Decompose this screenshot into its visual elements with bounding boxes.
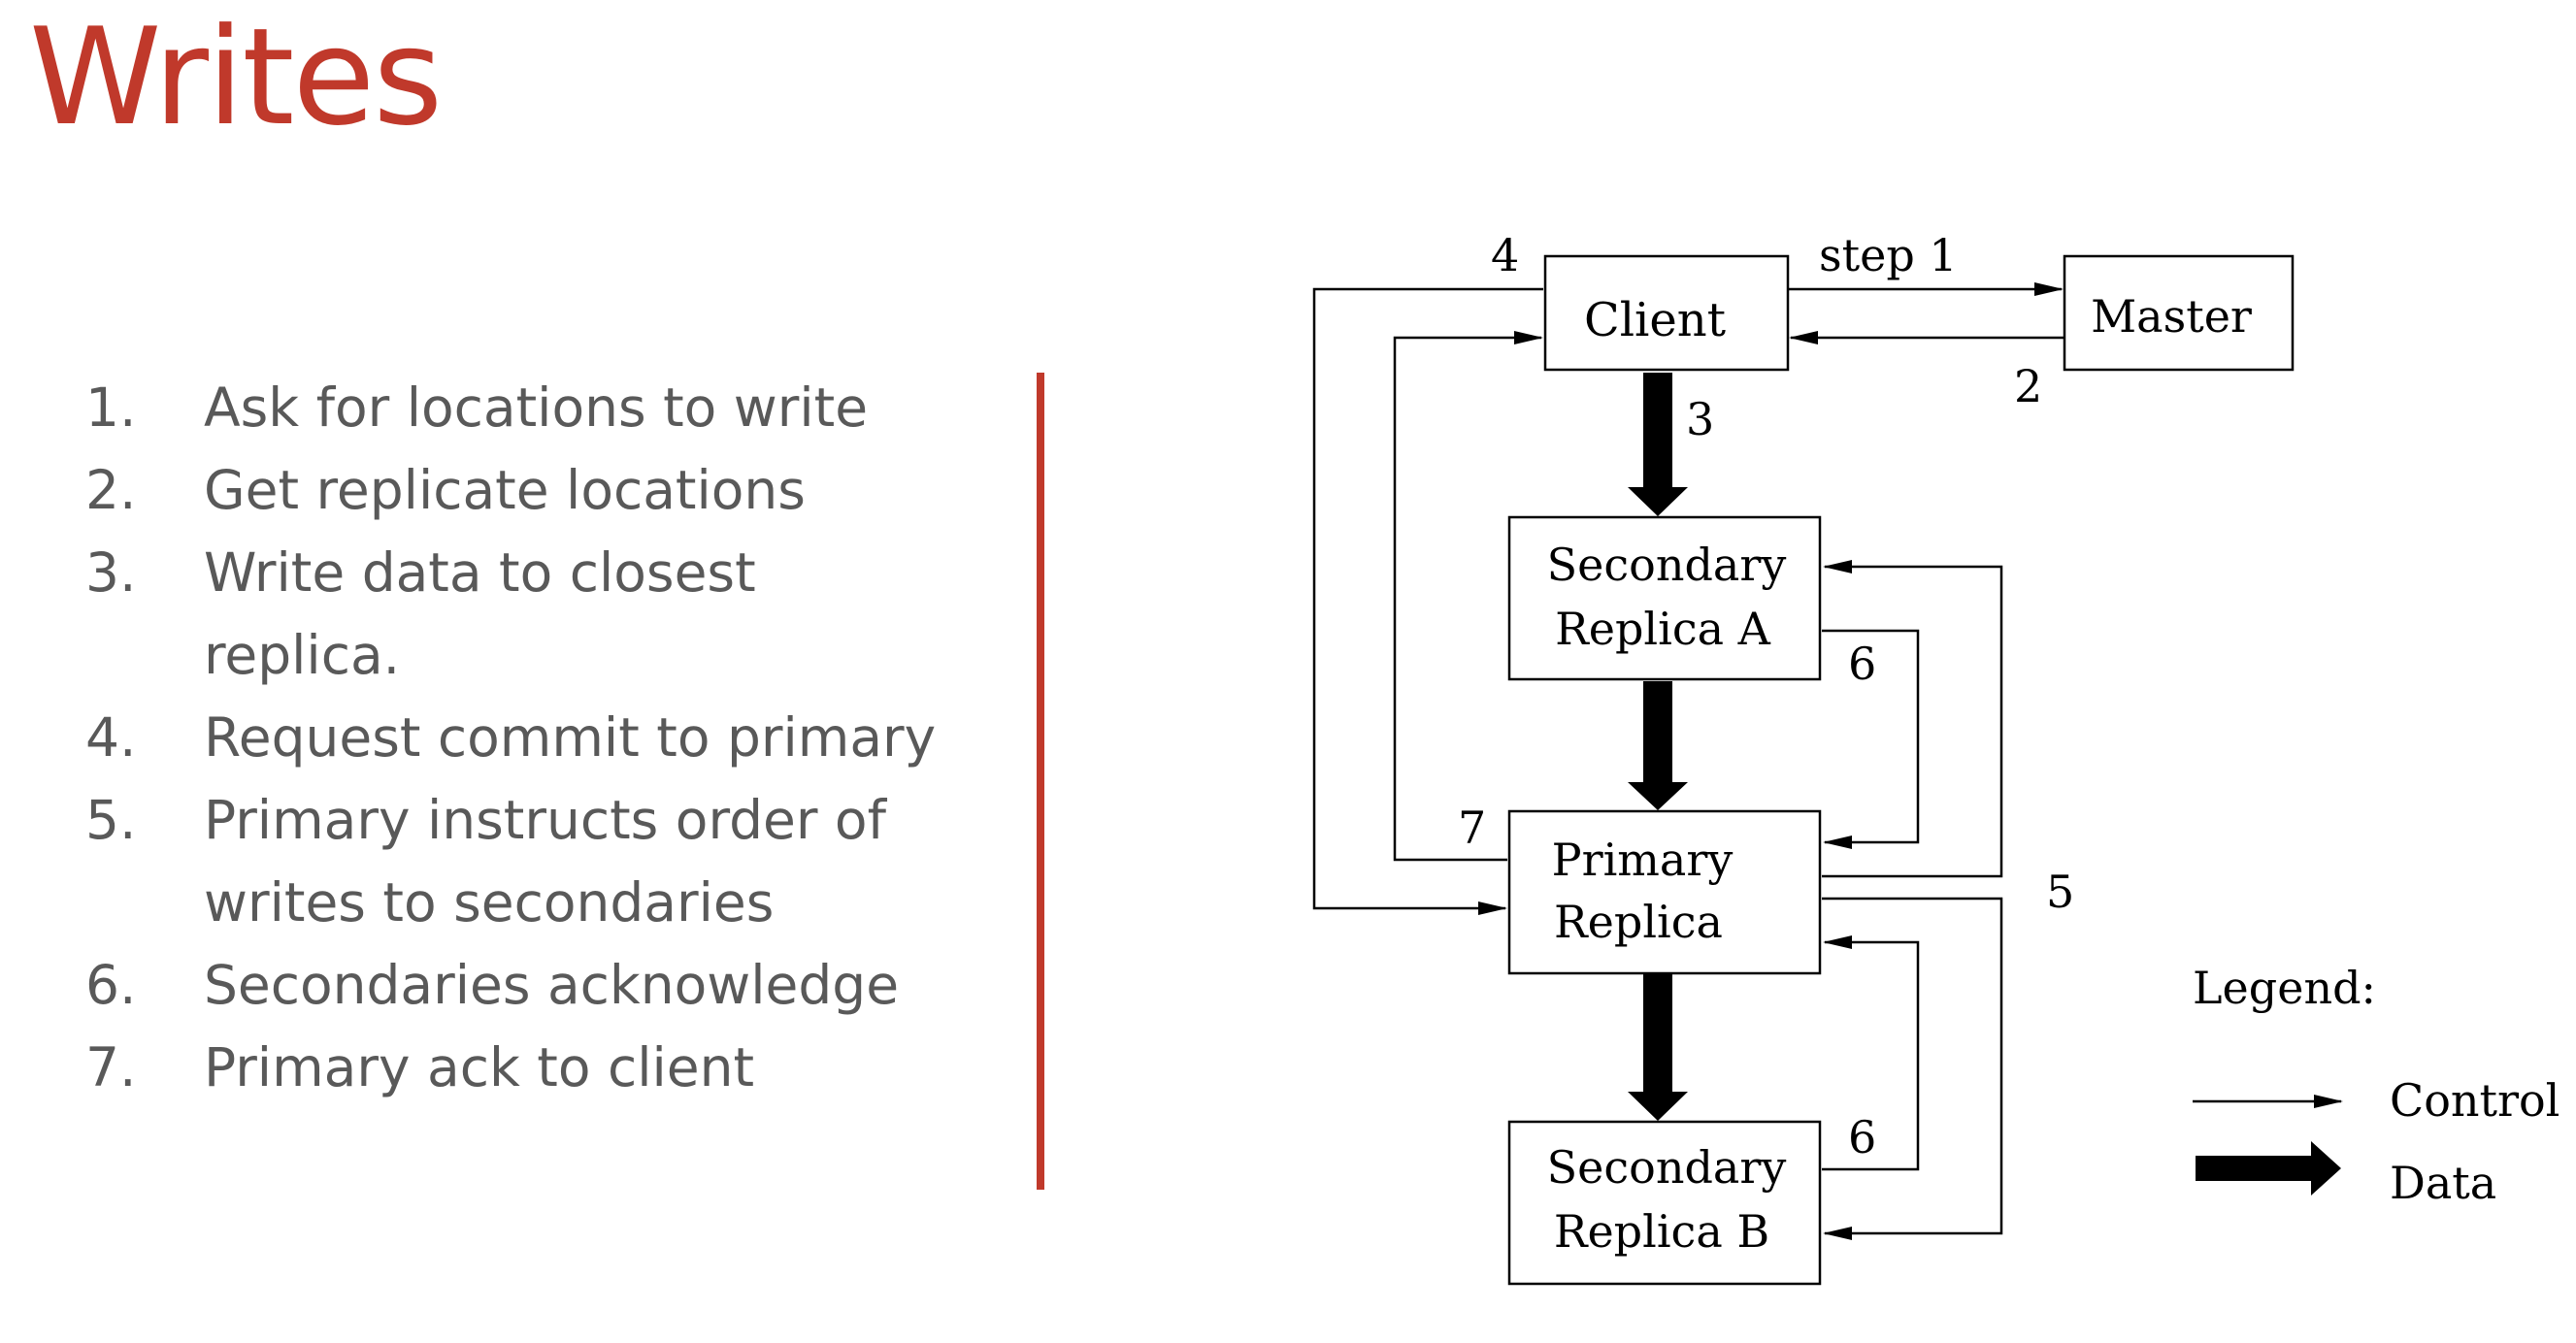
control-edges <box>1312 282 2064 1240</box>
legend-data-arrow <box>2196 1141 2341 1196</box>
client-label: Client <box>1584 293 1726 347</box>
step-text: Primary ack to client <box>204 1036 755 1098</box>
steps-list: 1. Ask for locations to write 2. Get rep… <box>85 367 1029 1109</box>
secondary-a-label-line-2: Replica A <box>1555 603 1771 655</box>
slide-title: Writes <box>29 0 443 155</box>
edge-label-step7: 7 <box>1458 802 1486 854</box>
edge-labels: step 1 2 3 4 5 6 6 7 <box>1458 229 2074 1163</box>
secondary-b-label-line-2: Replica B <box>1554 1205 1769 1258</box>
data-arrow-client-to-secondary-a <box>1628 373 1688 516</box>
step-text: Request commit to primary <box>204 706 937 769</box>
step-item: 2. Get replicate locations <box>85 449 1029 532</box>
edge-client-to-primary-commit <box>1312 287 1543 915</box>
node-secondary-a: Secondary Replica A <box>1507 515 1822 681</box>
data-arrow-primary-to-secondary-b <box>1628 974 1688 1121</box>
legend: Legend: Control Data <box>2193 962 2559 1209</box>
edge-label-step5: 5 <box>2046 866 2074 918</box>
node-client: Client <box>1543 254 1790 372</box>
step-number: 1. <box>85 377 137 439</box>
edge-primary-ack-to-client <box>1393 331 1543 862</box>
edge-primary-to-secondary-b <box>1822 897 2003 1240</box>
master-label: Master <box>2091 290 2252 343</box>
step-number: 7. <box>85 1036 137 1098</box>
step-item: 6. Secondaries acknowledge <box>85 944 1029 1027</box>
primary-box <box>1507 809 1822 975</box>
edge-secondary-b-ack <box>1822 935 1920 1171</box>
step-text: Primary instructs order of <box>204 789 886 851</box>
edge-label-step6-b: 6 <box>1848 1111 1876 1163</box>
master-box <box>2063 254 2295 372</box>
legend-title: Legend: <box>2193 962 2376 1014</box>
client-box <box>1543 254 1790 372</box>
edge-label-step6-a: 6 <box>1848 638 1876 690</box>
node-primary: Primary Replica <box>1507 809 1822 975</box>
step-text: Write data to closest <box>204 541 756 604</box>
data-edges <box>1628 373 1688 1121</box>
step-text: Get replicate locations <box>204 459 806 521</box>
edge-label-step1: step 1 <box>1819 229 1958 281</box>
edge-label-step2: 2 <box>2014 360 2042 412</box>
data-arrow-secondary-a-to-primary <box>1628 681 1688 810</box>
edge-label-step4: 4 <box>1491 229 1519 281</box>
step-item: 5. Primary instructs order of writes to … <box>85 779 1029 944</box>
edge-secondary-a-ack <box>1822 629 1920 849</box>
edge-primary-to-secondary-a <box>1822 560 2003 878</box>
step-item: 1. Ask for locations to write <box>85 367 1029 449</box>
edge-label-step3: 3 <box>1686 393 1714 445</box>
step-text: Ask for locations to write <box>204 377 869 439</box>
primary-label-line-1: Primary <box>1552 834 1734 886</box>
legend-control-label: Control <box>2390 1074 2559 1127</box>
vertical-divider <box>1037 373 1044 1190</box>
secondary-b-label-line-1: Secondary <box>1547 1141 1787 1194</box>
step-number: 3. <box>85 541 137 604</box>
secondary-b-box <box>1507 1120 1822 1286</box>
primary-label-line-2: Replica <box>1554 896 1723 948</box>
secondary-a-label-line-1: Secondary <box>1547 539 1787 591</box>
node-master: Master <box>2063 254 2295 372</box>
step-item: 3. Write data to closest replica. <box>85 532 1029 697</box>
step-number: 5. <box>85 789 137 851</box>
secondary-a-box <box>1507 515 1822 681</box>
step-item: 4. Request commit to primary <box>85 697 1029 779</box>
step-number: 2. <box>85 459 137 521</box>
step-text-continued: replica. <box>204 624 401 686</box>
step-number: 6. <box>85 954 137 1016</box>
step-text: Secondaries acknowledge <box>204 954 900 1016</box>
step-text-continued: writes to secondaries <box>204 871 775 934</box>
legend-data-label: Data <box>2390 1157 2496 1209</box>
step-item: 7. Primary ack to client <box>85 1027 1029 1109</box>
node-secondary-b: Secondary Replica B <box>1507 1120 1822 1286</box>
step-number: 4. <box>85 706 137 769</box>
